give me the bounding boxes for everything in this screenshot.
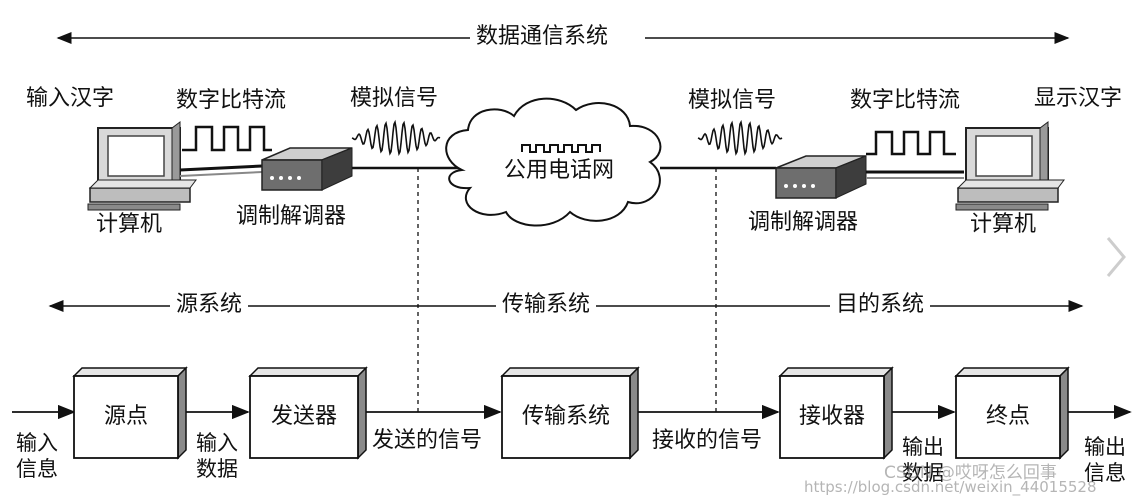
right-computer-label: 计算机 xyxy=(970,212,1037,237)
left-computer-icon xyxy=(87,121,197,211)
received-signal-label: 接收的信号 xyxy=(652,428,763,453)
next-image-arrow-icon[interactable] xyxy=(1100,232,1130,282)
box-receiver-label: 接收器 xyxy=(798,404,865,429)
box-destination xyxy=(954,366,1070,460)
sent-signal-label: 发送的信号 xyxy=(372,428,483,453)
right-modem-label: 调制解调器 xyxy=(748,210,859,235)
box-source xyxy=(72,366,188,460)
data-communication-system-label: 数据通信系统 xyxy=(470,24,615,50)
input-data-line1: 输入 xyxy=(196,431,238,455)
right-analog-wave-icon xyxy=(697,119,783,156)
right-modem-icon xyxy=(775,155,867,199)
box-transmission xyxy=(500,366,640,460)
box-source-label: 源点 xyxy=(103,404,148,429)
right-display-chinese-label: 显示汉字 xyxy=(1034,86,1123,111)
box-receiver xyxy=(778,366,894,460)
right-square-wave-icon xyxy=(866,130,956,156)
right-analog-signal-label: 模拟信号 xyxy=(688,88,777,113)
left-cable-b xyxy=(179,171,263,177)
output-data-line1: 输出 xyxy=(902,435,944,459)
output-info-line2: 信息 xyxy=(1084,461,1126,485)
left-computer-label: 计算机 xyxy=(96,212,163,237)
left-square-wave-icon xyxy=(182,125,272,152)
left-bitstream-label: 数字比特流 xyxy=(176,88,287,113)
left-analog-signal-label: 模拟信号 xyxy=(350,86,439,111)
cloud-square-wave-icon xyxy=(521,144,601,153)
box-destination-label: 终点 xyxy=(985,404,1030,429)
watermark-author: CSDN @哎呀怎么回事 xyxy=(884,463,1057,483)
input-info-line1: 输入 xyxy=(16,431,58,455)
watermark-url: https://blog.csdn.net/weixin_44015528 xyxy=(804,478,1097,496)
output-data-label: 输出 数据 xyxy=(902,434,944,486)
left-analog-wave-icon xyxy=(351,119,441,157)
input-info-line2: 信息 xyxy=(16,457,58,481)
input-data-label: 输入 数据 xyxy=(196,430,238,482)
source-system-label: 源系统 xyxy=(170,292,249,318)
output-data-line2: 数据 xyxy=(902,461,944,485)
phone-network-label: 公用电话网 xyxy=(504,158,615,183)
left-modem-icon xyxy=(261,147,353,191)
left-input-chinese-label: 输入汉字 xyxy=(26,86,115,111)
phone-network-cloud-icon xyxy=(445,97,662,227)
right-bitstream-label: 数字比特流 xyxy=(850,88,961,113)
box-transmitter xyxy=(248,366,368,460)
input-data-line2: 数据 xyxy=(196,457,238,481)
transmission-system-span-label: 传输系统 xyxy=(496,292,597,318)
destination-system-label: 目的系统 xyxy=(830,292,931,318)
right-computer-icon xyxy=(955,121,1065,211)
left-modem-label: 调制解调器 xyxy=(236,204,347,229)
box-transmitter-label: 发送器 xyxy=(270,404,337,429)
output-info-line1: 输出 xyxy=(1084,435,1126,459)
input-info-label: 输入 信息 xyxy=(16,430,58,482)
output-info-label: 输出 信息 xyxy=(1084,434,1126,486)
box-transmission-label: 传输系统 xyxy=(521,404,610,429)
left-cable xyxy=(179,164,263,172)
